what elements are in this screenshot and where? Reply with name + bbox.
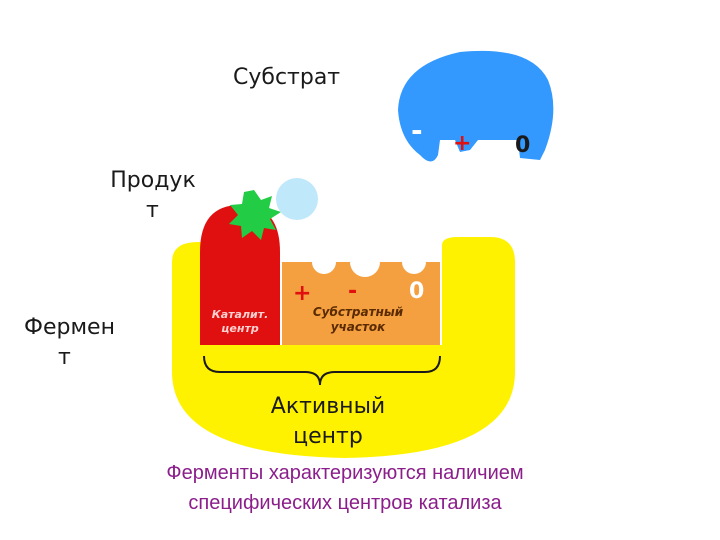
enzyme-body <box>172 237 515 458</box>
catalytic-label-line1: Каталит. <box>212 308 269 321</box>
product-label-line1: Продук <box>110 168 196 193</box>
site-label-line1: Субстратный <box>313 305 404 319</box>
enzyme-label: Фермен т <box>24 313 144 373</box>
product-star <box>229 190 281 240</box>
substrate-charge-plus: + <box>453 131 471 156</box>
site-charge-plus: + <box>293 281 311 306</box>
product-label: Продук т <box>98 166 208 226</box>
site-label-line2: участок <box>331 320 386 334</box>
active-center-brace <box>203 355 441 386</box>
enzyme-label-line1: Фермен <box>24 315 115 340</box>
substrate-label: Субстрат <box>233 65 341 90</box>
catalytic-center <box>200 205 280 345</box>
product-bubble <box>276 178 318 220</box>
caption-line2: специфических центров катализа <box>188 492 502 514</box>
active-center-label-line1: Активный <box>270 394 386 419</box>
product-label-line2: т <box>146 198 159 223</box>
site-charge-minus: - <box>348 279 357 304</box>
catalytic-label-line2: центр <box>221 322 259 335</box>
substrate-binding-site <box>282 262 440 345</box>
substrate-charge-minus: - <box>411 114 423 147</box>
active-center-label: Активный центр <box>240 392 416 452</box>
substrate-charge-zero: 0 <box>515 133 530 158</box>
substrate-body <box>398 50 554 162</box>
enzyme-label-line2: т <box>58 345 71 370</box>
caption-line1: Ферменты характеризуются наличием <box>166 462 524 484</box>
active-center-label-line2: центр <box>293 424 363 449</box>
caption: Ферменты характеризуются наличием специф… <box>0 458 690 518</box>
site-charge-zero: 0 <box>409 279 424 304</box>
